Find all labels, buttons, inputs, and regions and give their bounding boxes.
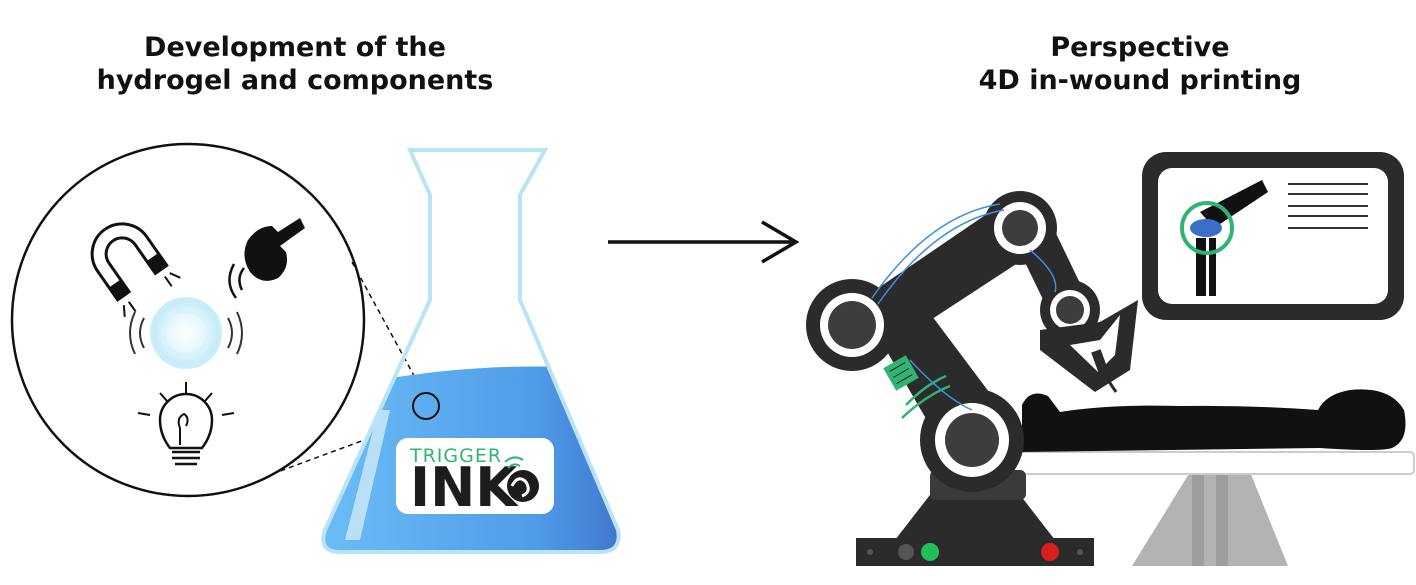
hydrogel-droplet-icon: [129, 297, 243, 369]
trigger-ink-logo: TRIGGER INK: [396, 438, 554, 519]
left-heading: Development of the hydrogel and componen…: [60, 31, 530, 97]
robot-arm: [806, 191, 1138, 566]
left-heading-line1: Development of the: [144, 32, 446, 63]
right-heading-line1: Perspective: [1050, 32, 1230, 63]
power-button[interactable]: [898, 544, 914, 560]
monitor-text-lines: [1288, 183, 1368, 229]
zoom-line-top: [351, 261, 425, 395]
process-arrow: [608, 220, 800, 264]
start-button[interactable]: [921, 543, 939, 561]
zoom-spot: [412, 392, 440, 420]
patient-silhouette: [1022, 389, 1406, 452]
knee-joint-icon: [1180, 180, 1268, 296]
monitor: [1142, 152, 1404, 320]
right-heading-line2: 4D in-wound printing: [978, 65, 1302, 96]
stop-button[interactable]: [1041, 543, 1059, 561]
left-heading-line2: hydrogel and components: [96, 65, 494, 96]
light-bulb-icon: [137, 382, 235, 466]
logo-top-text: TRIGGER: [409, 445, 502, 467]
ultrasound-probe-icon: [228, 218, 305, 299]
operating-table: [999, 451, 1415, 566]
magnet-icon: [90, 222, 181, 317]
logo-main-text: INK: [410, 456, 519, 519]
right-heading: Perspective 4D in-wound printing: [915, 31, 1365, 97]
